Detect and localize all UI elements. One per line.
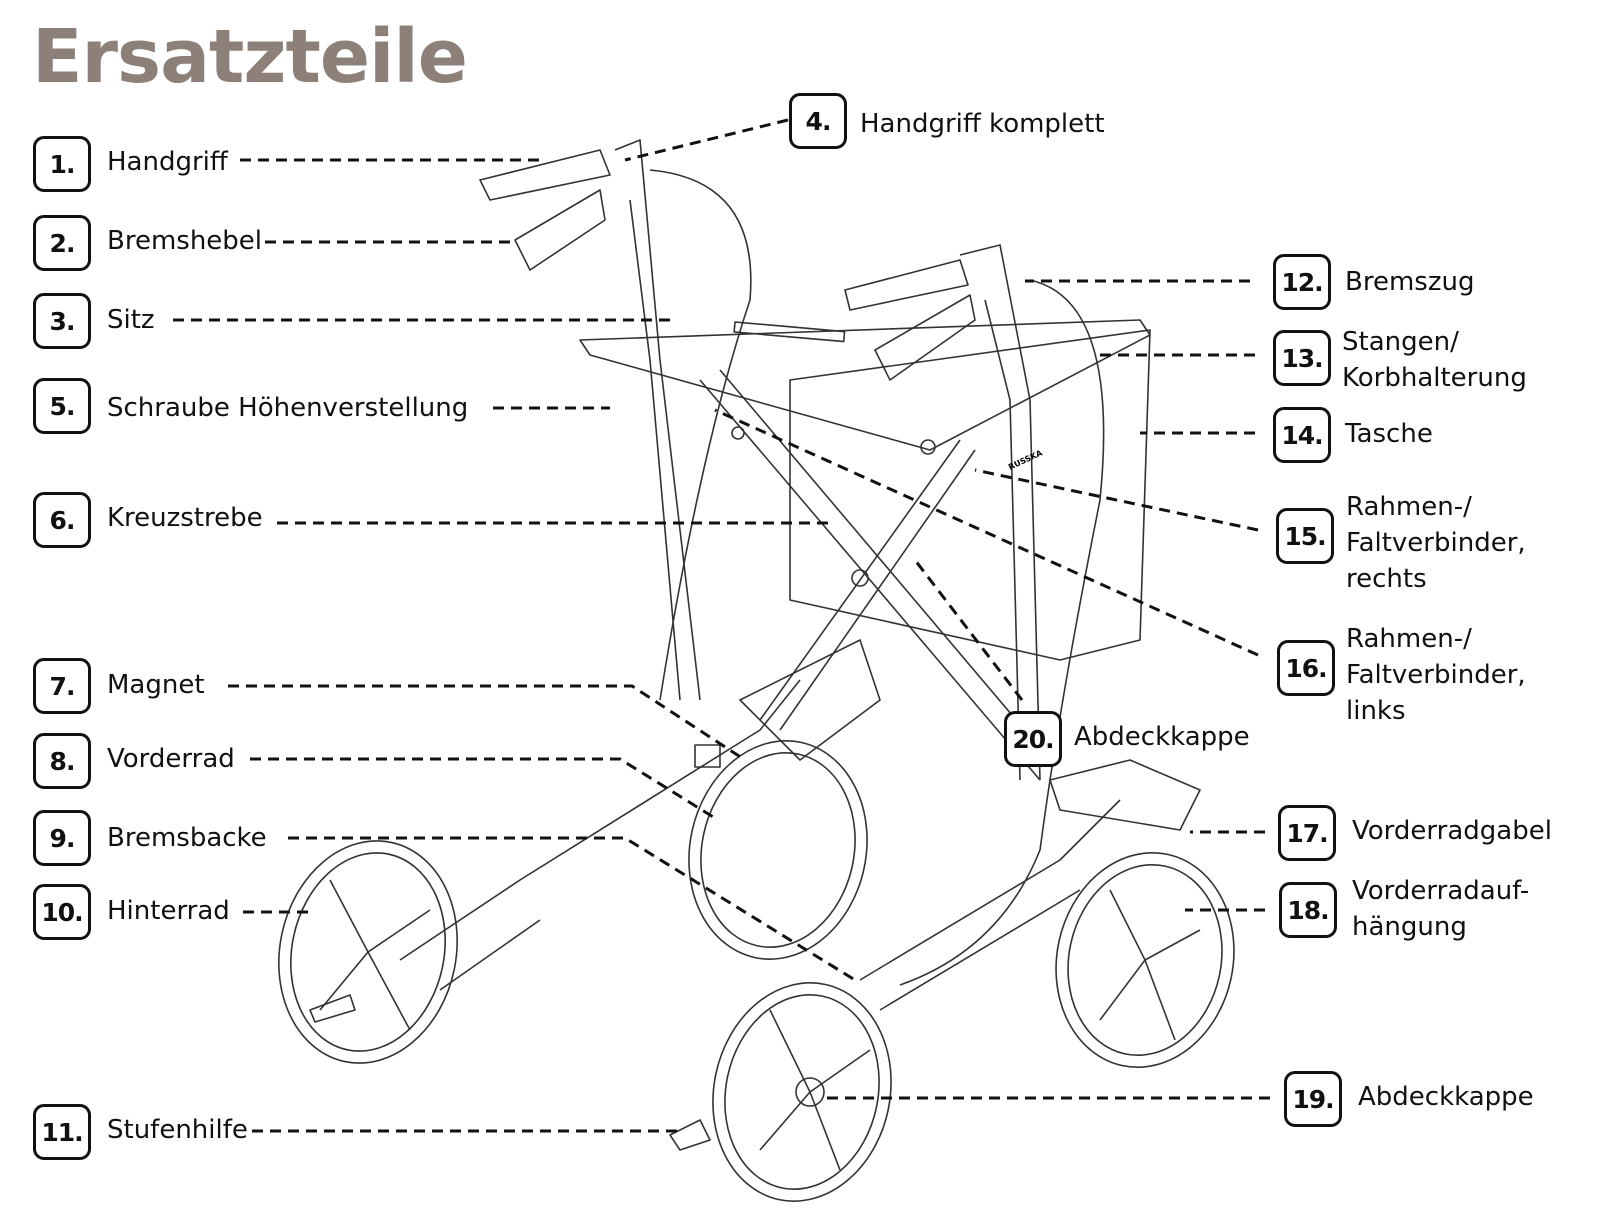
part-label-19: Abdeckkappe bbox=[1358, 1082, 1534, 1112]
part-badge-6: 6. bbox=[33, 492, 91, 548]
part-label-18a: Vorderradauf- bbox=[1352, 876, 1530, 906]
part-badge-10: 10. bbox=[33, 884, 91, 940]
part-badge-16: 16. bbox=[1277, 640, 1335, 696]
part-label-8: Vorderrad bbox=[107, 744, 235, 774]
part-badge-7: 7. bbox=[33, 658, 91, 714]
leader-line-9 bbox=[288, 836, 856, 982]
part-badge-2: 2. bbox=[33, 215, 91, 271]
part-badge-17: 17. bbox=[1278, 805, 1336, 861]
part-label-4: Handgriff komplett bbox=[860, 109, 1105, 139]
page-title: Ersatzteile bbox=[32, 14, 468, 100]
part-label-17: Vorderradgabel bbox=[1352, 816, 1552, 846]
part-badge-18: 18. bbox=[1279, 882, 1337, 938]
part-badge-11: 11. bbox=[33, 1104, 91, 1160]
part-label-15a: Rahmen-/ bbox=[1346, 492, 1472, 522]
leader-line-15 bbox=[974, 468, 1259, 532]
part-badge-15: 15. bbox=[1276, 508, 1334, 564]
leader-line-4 bbox=[624, 118, 789, 162]
part-label-15c: rechts bbox=[1346, 564, 1427, 594]
part-label-18b: hängung bbox=[1352, 912, 1467, 942]
part-badge-20: 20. bbox=[1004, 711, 1062, 767]
brand-mark: RUSSKA bbox=[1007, 448, 1044, 472]
part-badge-12: 12. bbox=[1273, 254, 1331, 310]
part-badge-8: 8. bbox=[33, 733, 91, 789]
part-label-7: Magnet bbox=[107, 670, 205, 700]
leader-lines bbox=[173, 118, 1270, 1133]
part-badge-9: 9. bbox=[33, 810, 91, 866]
part-label-3: Sitz bbox=[107, 305, 155, 335]
part-label-16c: links bbox=[1346, 696, 1406, 726]
part-label-1: Handgriff bbox=[107, 147, 228, 177]
part-badge-3: 3. bbox=[33, 293, 91, 349]
part-label-2: Bremshebel bbox=[107, 226, 263, 256]
leader-line-16 bbox=[714, 408, 1259, 657]
part-label-11: Stufenhilfe bbox=[107, 1115, 248, 1145]
part-label-9: Bremsbacke bbox=[107, 823, 267, 853]
part-label-5: Schraube Höhenverstellung bbox=[107, 393, 469, 423]
part-badge-13: 13. bbox=[1273, 330, 1331, 386]
part-label-6: Kreuzstrebe bbox=[107, 503, 263, 533]
part-label-12: Bremszug bbox=[1345, 267, 1475, 297]
leader-line-8 bbox=[250, 757, 719, 822]
part-label-13a: Stangen/ bbox=[1342, 327, 1459, 357]
part-badge-4: 4. bbox=[789, 93, 847, 149]
part-label-16a: Rahmen-/ bbox=[1346, 624, 1472, 654]
part-badge-1: 1. bbox=[33, 136, 91, 192]
part-label-20: Abdeckkappe bbox=[1074, 722, 1250, 752]
part-label-14: Tasche bbox=[1345, 419, 1433, 449]
part-badge-14: 14. bbox=[1273, 407, 1331, 463]
leader-line-20 bbox=[913, 559, 1024, 701]
part-label-16b: Faltverbinder, bbox=[1346, 660, 1526, 690]
part-label-10: Hinterrad bbox=[107, 896, 230, 926]
leader-line-7 bbox=[228, 684, 746, 762]
rollator-drawing: RUSSKA bbox=[278, 139, 1235, 1202]
part-badge-19: 19. bbox=[1284, 1071, 1342, 1127]
part-label-13b: Korbhalterung bbox=[1342, 363, 1527, 393]
part-badge-5: 5. bbox=[33, 378, 91, 434]
part-label-15b: Faltverbinder, bbox=[1346, 528, 1526, 558]
